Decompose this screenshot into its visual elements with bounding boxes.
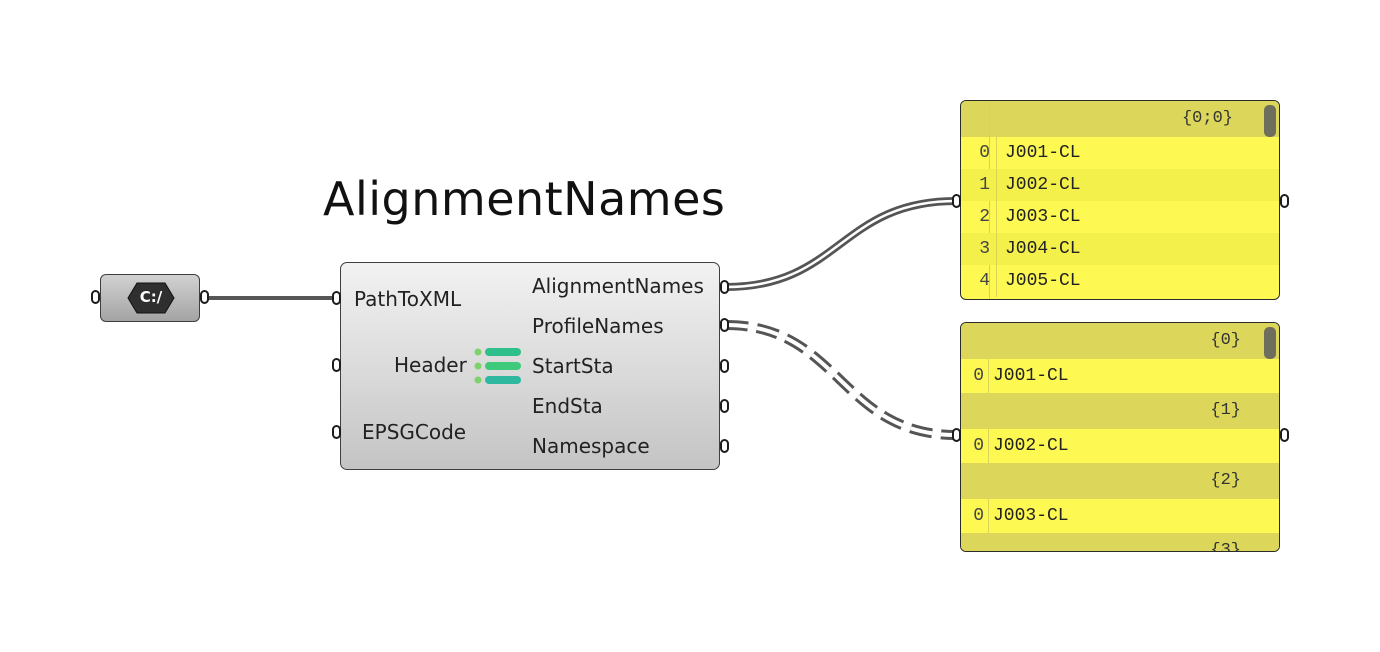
item-value: J004-CL (1005, 239, 1081, 259)
output-start-sta: StartSta (532, 354, 614, 378)
item-index: 0 (961, 499, 989, 533)
list-item: 0 J001-CL (961, 359, 1279, 393)
file-path-label: C:/ (139, 288, 163, 306)
item-value: J001-CL (993, 366, 1069, 386)
list-item: 0 J001-CL (961, 137, 1279, 169)
panel-profile-names[interactable]: {0} 0 J001-CL {1} 0 J002-CL {2} 0 J003-C… (960, 322, 1280, 552)
grip-out-namespace[interactable] (720, 439, 729, 453)
branch-path-header: {1} (961, 393, 1279, 429)
list-item: 4 J005-CL (961, 265, 1279, 297)
output-end-sta: EndSta (532, 394, 603, 418)
panel-scrollbar[interactable] (1264, 327, 1276, 359)
wire-profile-names (725, 320, 957, 440)
item-index: 1 (961, 169, 997, 201)
panel1-input-grip[interactable] (952, 194, 961, 208)
component-nickname-title: AlignmentNames (323, 172, 726, 226)
file-param-output-grip[interactable] (200, 290, 209, 304)
wire-alignment-names (725, 197, 957, 291)
item-index: 0 (961, 429, 989, 463)
panel-alignment-names[interactable]: {0;0} 0 J001-CL 1 J002-CL 2 J003-CL 3 J0… (960, 100, 1280, 300)
panel-scrollbar[interactable] (1264, 105, 1276, 137)
grip-in-header[interactable] (332, 358, 341, 372)
branch-path-header: {3} (961, 533, 1279, 551)
list-item: 1 J002-CL (961, 169, 1279, 201)
item-value: J002-CL (993, 436, 1069, 456)
item-value: J003-CL (993, 506, 1069, 526)
output-alignment-names: AlignmentNames (532, 274, 704, 298)
grip-out-alignment-names[interactable] (720, 280, 729, 294)
input-epsg-code: EPSGCode (362, 420, 467, 444)
list-stack-icon (474, 348, 521, 384)
output-profile-names: ProfileNames (532, 314, 664, 338)
file-param-input-grip[interactable] (91, 290, 100, 304)
item-value: J002-CL (1005, 175, 1081, 195)
item-index: 0 (961, 359, 989, 393)
grip-out-profile-names[interactable] (720, 318, 729, 332)
list-item: 3 J004-CL (961, 233, 1279, 265)
panel2-output-grip[interactable] (1280, 428, 1289, 442)
panel-path-header: {0;0} (961, 101, 1279, 137)
grip-out-end-sta[interactable] (720, 399, 729, 413)
input-path-to-xml: PathToXML (354, 287, 462, 311)
item-value: J003-CL (1005, 207, 1081, 227)
file-path-icon: C:/ (127, 282, 175, 314)
item-value: J005-CL (1005, 271, 1081, 291)
item-index: 3 (961, 233, 997, 265)
item-value: J001-CL (1005, 143, 1081, 163)
list-item: 0 J003-CL (961, 499, 1279, 533)
panel2-input-grip[interactable] (952, 428, 961, 442)
list-item: 2 J003-CL (961, 201, 1279, 233)
file-path-parameter[interactable]: C:/ (100, 274, 200, 322)
input-header: Header (394, 353, 467, 377)
item-index: 0 (961, 137, 997, 169)
panel1-output-grip[interactable] (1280, 194, 1289, 208)
item-index: 2 (961, 201, 997, 233)
branch-path-header: {0} (961, 323, 1279, 359)
alignment-names-component[interactable] (340, 262, 720, 470)
branch-path-header: {2} (961, 463, 1279, 499)
item-index: 4 (961, 265, 997, 297)
output-namespace: Namespace (532, 434, 650, 458)
list-item: 0 J002-CL (961, 429, 1279, 463)
grip-out-start-sta[interactable] (720, 359, 729, 373)
grip-in-path-to-xml[interactable] (332, 291, 341, 305)
grip-in-epsg-code[interactable] (332, 425, 341, 439)
